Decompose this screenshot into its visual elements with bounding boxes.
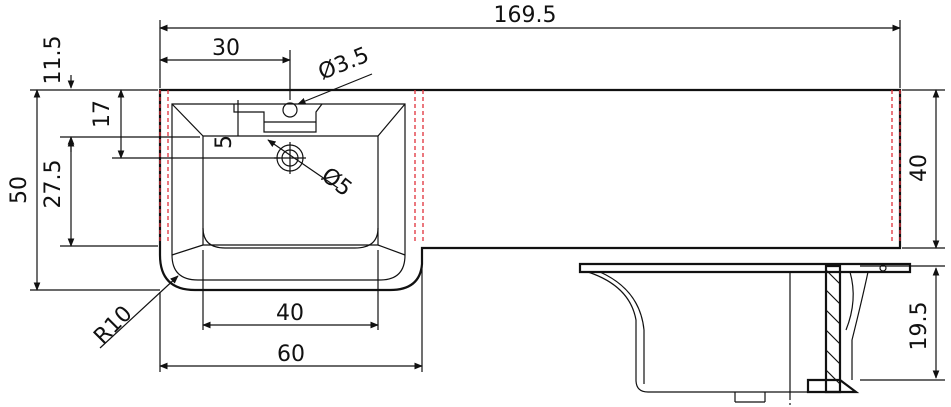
section-view <box>578 262 912 407</box>
dim-basin-inner-width: 40 <box>276 301 304 326</box>
dim-drain-hole: Ø5 <box>316 163 356 202</box>
dim-basin-depth: 27.5 <box>41 160 66 209</box>
dim-slot: 5 <box>212 135 237 149</box>
dim-overall-length: 169.5 <box>494 3 557 28</box>
dim-section-height: 19.5 <box>907 302 932 351</box>
dim-overall-width: 50 <box>7 176 32 204</box>
dim-tap-depth: 17 <box>90 100 115 128</box>
dim-basin-outer-width: 60 <box>277 342 305 367</box>
section-top-slab <box>578 262 912 274</box>
section-dimension <box>860 265 945 381</box>
section-basin-profile <box>587 271 808 393</box>
dimension-lines <box>30 20 945 372</box>
plan-view <box>158 88 902 292</box>
vanity-top-outline <box>158 88 902 292</box>
hidden-edges <box>159 90 901 244</box>
dim-corner-radius: R10 <box>89 301 137 349</box>
dim-top-edge: 11.5 <box>41 36 66 85</box>
tap-plinth <box>233 103 323 133</box>
dim-tap-hole: Ø3.5 <box>315 43 373 86</box>
dim-tap-offset: 30 <box>212 36 240 61</box>
tap-hole <box>282 102 298 118</box>
basin-rim <box>171 103 406 281</box>
dim-worktop-depth: 40 <box>907 154 932 182</box>
